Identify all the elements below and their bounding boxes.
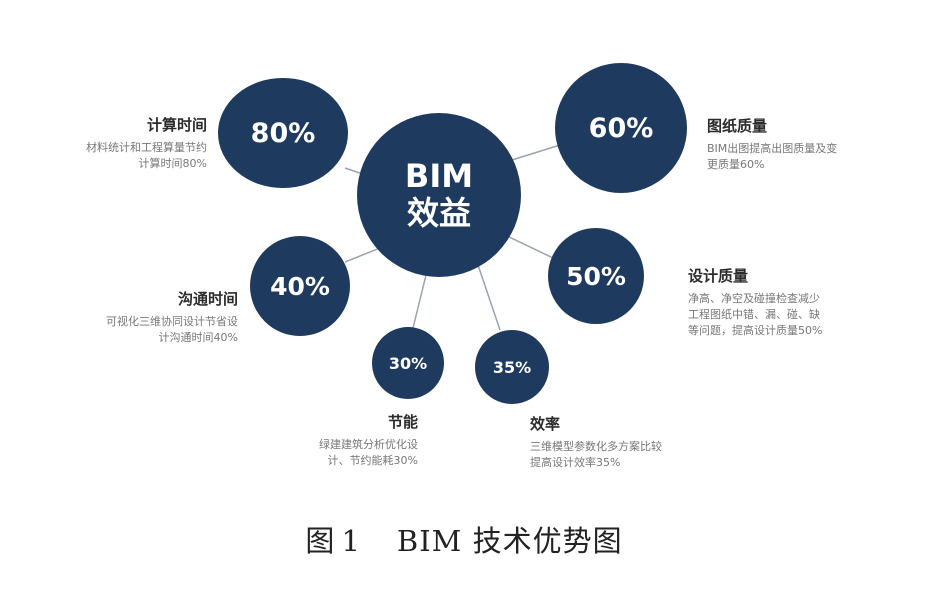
label-design-desc-1: 净高、净空及碰撞检查减少 xyxy=(688,292,820,305)
bubble-efficiency: 35% xyxy=(475,330,549,404)
bubble-design: 50% xyxy=(548,228,644,324)
label-efficiency-desc-2: 提高设计效率35% xyxy=(530,456,621,469)
bubble-calc: 80% xyxy=(218,78,348,188)
label-design: 设计质量 净高、净空及碰撞检查减少 工程图纸中错、漏、碰、缺 等问题，提高设计质… xyxy=(688,265,888,339)
center-line-2: 效益 xyxy=(406,194,471,232)
label-calc-desc-2: 计算时间80% xyxy=(138,157,207,170)
label-comm-desc-2: 计沟通时间40% xyxy=(158,331,238,344)
label-drawing-desc-1: BIM出图提高出图质量及变 xyxy=(707,142,838,155)
label-comm: 沟通时间 可视化三维协同设计节省设 计沟通时间40% xyxy=(40,288,238,346)
label-energy-desc-1: 绿建建筑分析优化设 xyxy=(319,438,418,451)
label-energy: 节能 绿建建筑分析优化设 计、节约能耗30% xyxy=(260,411,418,469)
label-efficiency-title: 效率 xyxy=(530,415,561,433)
label-calc: 计算时间 材料统计和工程算量节约 计算时间80% xyxy=(40,114,207,172)
label-calc-desc-1: 材料统计和工程算量节约 xyxy=(86,141,207,154)
label-drawing-title: 图纸质量 xyxy=(707,117,768,135)
bubble-energy-value: 30% xyxy=(388,353,428,373)
connector-efficiency xyxy=(477,264,501,331)
label-energy-title: 节能 xyxy=(387,413,418,431)
center-line-1: BIM xyxy=(404,157,474,196)
connector-design xyxy=(504,234,554,259)
label-energy-desc-2: 计、节约能耗30% xyxy=(327,454,418,467)
label-drawing: 图纸质量 BIM出图提高出图质量及变 更质量60% xyxy=(707,115,897,173)
bubble-efficiency-value: 35% xyxy=(492,357,532,377)
bubble-comm: 40% xyxy=(250,236,350,336)
bubble-calc-value: 80% xyxy=(250,117,316,149)
label-design-desc-3: 等问题，提高设计质量50% xyxy=(688,324,823,337)
label-efficiency: 效率 三维模型参数化多方案比较 提高设计效率35% xyxy=(530,413,730,471)
bubble-design-value: 50% xyxy=(566,261,626,291)
caption-number: 1 xyxy=(341,524,361,558)
connector-drawing xyxy=(511,144,561,161)
caption-prefix: 图 xyxy=(305,524,336,558)
bubble-drawing: 60% xyxy=(555,63,687,193)
bubble-comm-value: 40% xyxy=(270,271,330,301)
bubble-drawing-value: 60% xyxy=(588,112,654,144)
label-design-title: 设计质量 xyxy=(688,267,749,285)
label-comm-desc-1: 可视化三维协同设计节省设 xyxy=(106,315,238,328)
connector-energy xyxy=(411,266,429,333)
bubble-energy: 30% xyxy=(372,327,444,399)
label-design-desc-2: 工程图纸中错、漏、碰、缺 xyxy=(688,308,820,321)
center-bubble: BIM 效益 xyxy=(357,113,521,277)
label-calc-title: 计算时间 xyxy=(146,116,207,134)
label-drawing-desc-2: 更质量60% xyxy=(707,158,765,171)
caption-text: BIM 技术优势图 xyxy=(396,524,623,558)
label-efficiency-desc-1: 三维模型参数化多方案比较 xyxy=(530,440,662,453)
label-comm-title: 沟通时间 xyxy=(177,290,238,308)
